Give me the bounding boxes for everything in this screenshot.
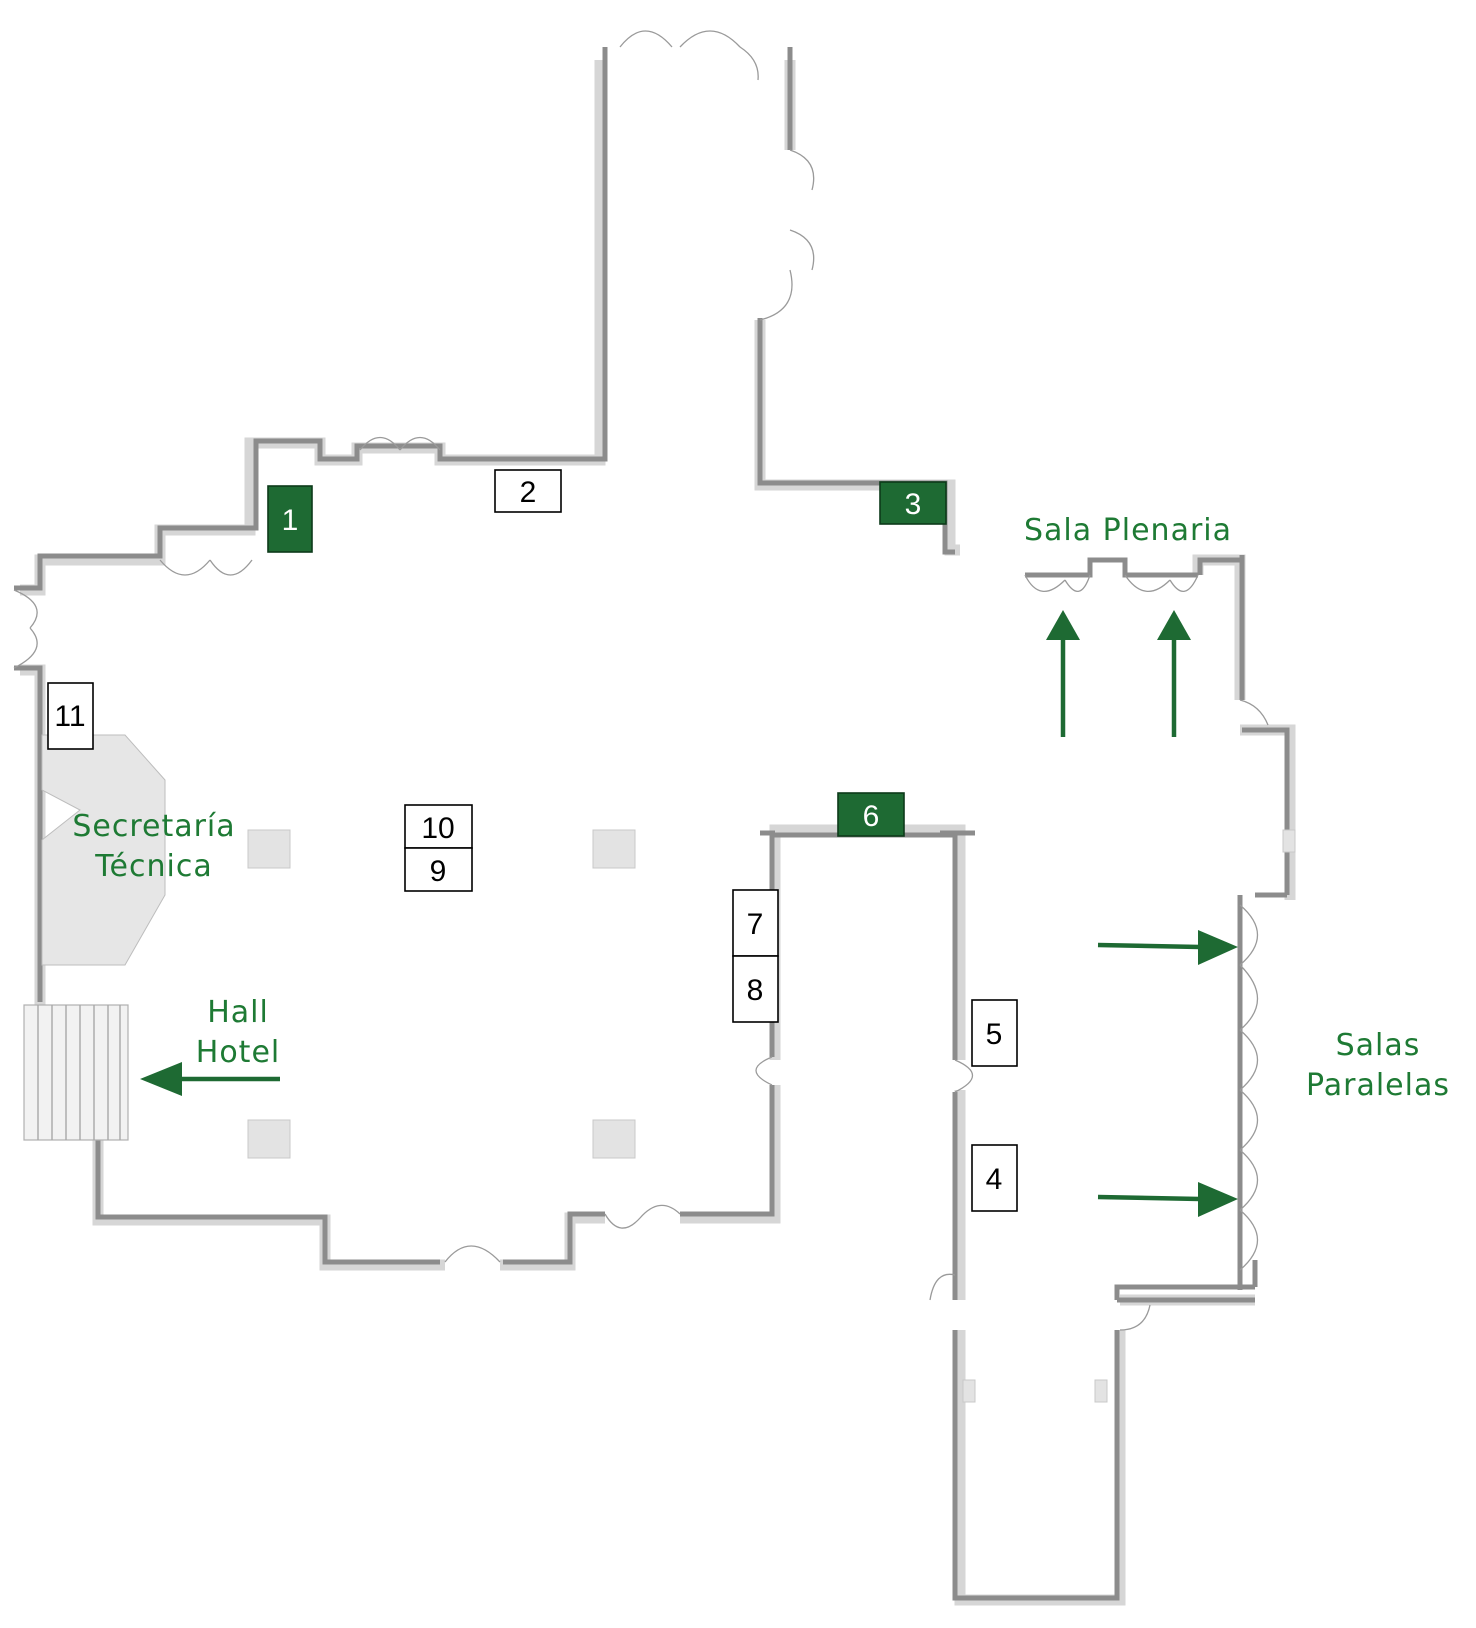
arrow-up-right-head xyxy=(1157,610,1191,640)
arrows xyxy=(140,610,1238,1217)
stairs xyxy=(23,1004,129,1141)
booth-2[interactable]: 2 xyxy=(494,469,562,513)
booth-3-number: 3 xyxy=(905,488,922,521)
booth-5-number: 5 xyxy=(986,1018,1003,1051)
booth-6[interactable]: 6 xyxy=(837,792,905,837)
booth-1-number: 1 xyxy=(282,504,299,537)
booth-6-number: 6 xyxy=(863,800,880,833)
hall-label-line2: Hotel xyxy=(196,1035,280,1070)
salas-label-line1: Salas xyxy=(1336,1028,1421,1063)
sala-plenaria-label: Sala Plenaria xyxy=(1024,513,1232,548)
booth-5[interactable]: 5 xyxy=(971,999,1018,1067)
booth-8[interactable]: 8 xyxy=(732,955,779,1023)
area-labels: Sala Plenaria Secretaría Técnica Hall Ho… xyxy=(72,513,1450,1103)
booth-11[interactable]: 11 xyxy=(47,682,94,750)
arrow-right-top-head xyxy=(1198,930,1238,965)
booth-3[interactable]: 3 xyxy=(879,481,947,525)
arrow-up-left-head xyxy=(1046,610,1080,640)
booth-8-number: 8 xyxy=(747,974,764,1007)
booth-1[interactable]: 1 xyxy=(267,485,313,553)
booth-11-number: 11 xyxy=(54,700,85,733)
booth-10[interactable]: 10 xyxy=(404,804,473,849)
doors xyxy=(13,30,1269,1331)
secretaria-label-line1: Secretaría xyxy=(72,809,235,844)
booth-10-number: 10 xyxy=(421,812,454,845)
booth-9[interactable]: 9 xyxy=(404,847,473,892)
secretaria-label-line2: Técnica xyxy=(94,849,212,884)
booths: 1 2 3 11 10 9 6 7 xyxy=(47,469,1018,1212)
booth-7-number: 7 xyxy=(747,908,764,941)
pillars xyxy=(247,829,1296,1403)
booth-9-number: 9 xyxy=(430,855,447,888)
arrow-left-head xyxy=(140,1062,182,1096)
hall-label-line1: Hall xyxy=(207,995,269,1030)
booth-4[interactable]: 4 xyxy=(971,1144,1018,1212)
salas-label-line2: Paralelas xyxy=(1306,1068,1450,1103)
booth-4-number: 4 xyxy=(986,1163,1003,1196)
arrow-right-bottom-head xyxy=(1198,1182,1238,1217)
booth-2-number: 2 xyxy=(520,476,537,509)
booth-7[interactable]: 7 xyxy=(732,889,779,957)
secretaria-counter xyxy=(41,734,166,966)
